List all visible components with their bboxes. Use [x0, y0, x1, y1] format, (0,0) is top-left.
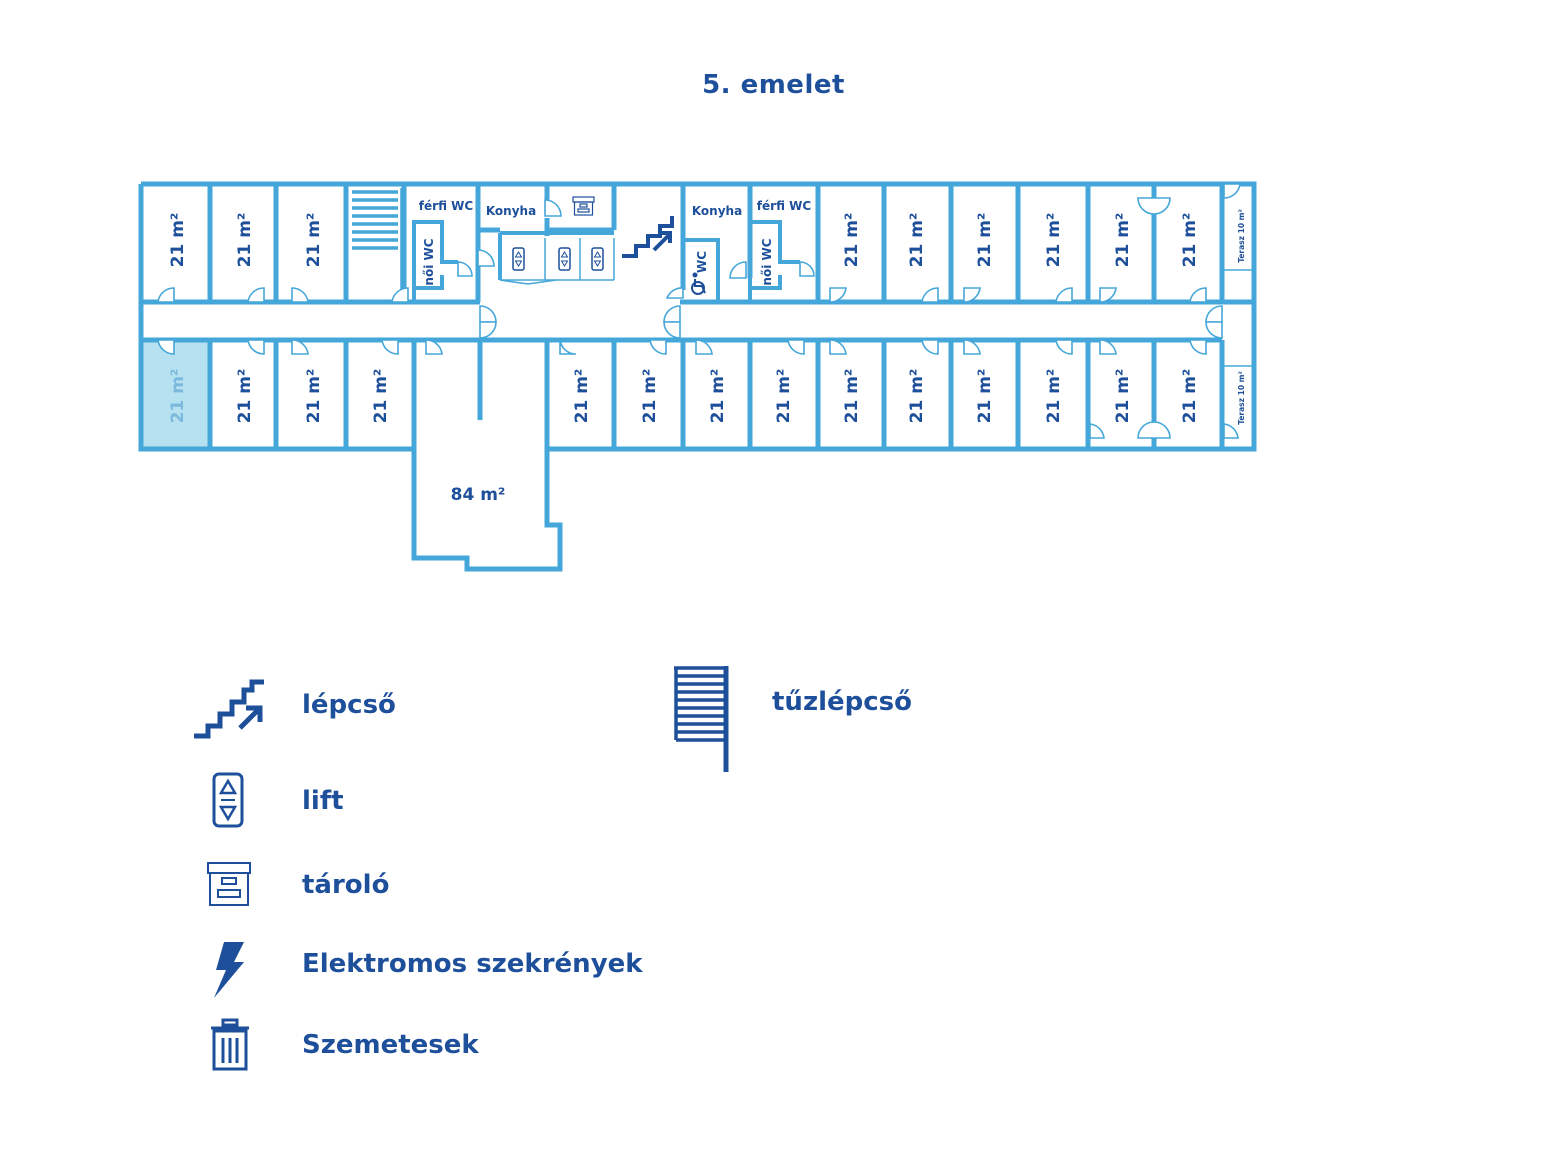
kitchen-label: Konyha: [692, 204, 742, 218]
room-label: 21 m²: [304, 369, 324, 424]
terrace-bottom-label: Terasz 10 m²: [1237, 371, 1246, 425]
legend-label-electric: Elektromos szekrények: [302, 949, 643, 979]
storage-box-icon: [207, 862, 251, 906]
room-dividers-top: [207, 184, 1225, 449]
floor-title: 5. emelet: [702, 70, 845, 100]
room-label: 21 m²: [1180, 369, 1200, 424]
elevator-icon: [558, 247, 571, 271]
elevator-icon: [512, 247, 525, 271]
storage-box-icon: [572, 196, 595, 216]
room-label: 21 m²: [1180, 213, 1200, 268]
elevator-shafts: [500, 238, 615, 281]
fire-escape-icon: [674, 666, 729, 772]
kitchen-label: Konyha: [486, 204, 536, 218]
womens-wc-label: női WC: [422, 238, 436, 285]
room-label: 21 m²: [1113, 369, 1133, 424]
room-label: 21 m²: [304, 213, 324, 268]
room-label: 21 m²: [907, 213, 927, 268]
terrace-top-label: Terasz 10 m²: [1237, 209, 1246, 263]
room-label: 21 m²: [842, 213, 862, 268]
room-label: 21 m²: [975, 369, 995, 424]
wc-walls: [412, 220, 800, 304]
stairs-icon: [194, 679, 264, 739]
trash-bin-icon: [211, 1018, 249, 1071]
room-label: 21 m²: [235, 369, 255, 424]
room-label: 21 m²: [235, 213, 255, 268]
room-label: 21 m²: [975, 213, 995, 268]
mens-wc-label: férfi WC: [757, 199, 812, 213]
lightning-icon: [214, 942, 244, 998]
corridor-walls: [141, 299, 1254, 343]
room-label: 21 m²: [371, 369, 391, 424]
legend-label-lift: lift: [302, 786, 344, 816]
room-label: 21 m²: [1113, 213, 1133, 268]
fire-escape-stairs: [352, 188, 404, 290]
room-label: 21 m²: [842, 369, 862, 424]
legend-label-fire-escape: tűzlépcső: [772, 687, 912, 717]
room-label: 21 m²: [708, 369, 728, 424]
mens-wc-label: férfi WC: [419, 199, 474, 213]
room-label: 21 m²: [774, 369, 794, 424]
legend-label-stairs: lépcső: [302, 690, 396, 720]
highlighted-room-label: 21 m²: [168, 369, 188, 424]
wheelchair-icon: [691, 272, 706, 295]
doors[interactable]: [157, 183, 1241, 439]
room-label: 21 m²: [572, 369, 592, 424]
room-label: 21 m²: [640, 369, 660, 424]
large-room-label: 84 m²: [451, 485, 506, 505]
womens-wc-label: női WC: [760, 238, 774, 285]
room-label: 21 m²: [1044, 369, 1064, 424]
legend-label-storage: tároló: [302, 870, 390, 900]
room-label: 21 m²: [907, 369, 927, 424]
room-label: 21 m²: [1044, 213, 1064, 268]
legend-label-trash: Szemetesek: [302, 1030, 479, 1060]
accessible-wc-label: WC: [695, 251, 709, 273]
room-labels: 21 m² 21 m² 21 m² 21 m² 21 m² 21 m² 21 m…: [168, 199, 1246, 505]
room-label: 21 m²: [168, 213, 188, 268]
elevator-icons: [512, 247, 604, 271]
elevator-icon: [212, 772, 244, 828]
stairs-icon: [622, 216, 674, 258]
highlighted-room-fill[interactable]: [141, 340, 209, 448]
elevator-icon: [591, 247, 604, 271]
terrace-walls: [1222, 269, 1254, 367]
